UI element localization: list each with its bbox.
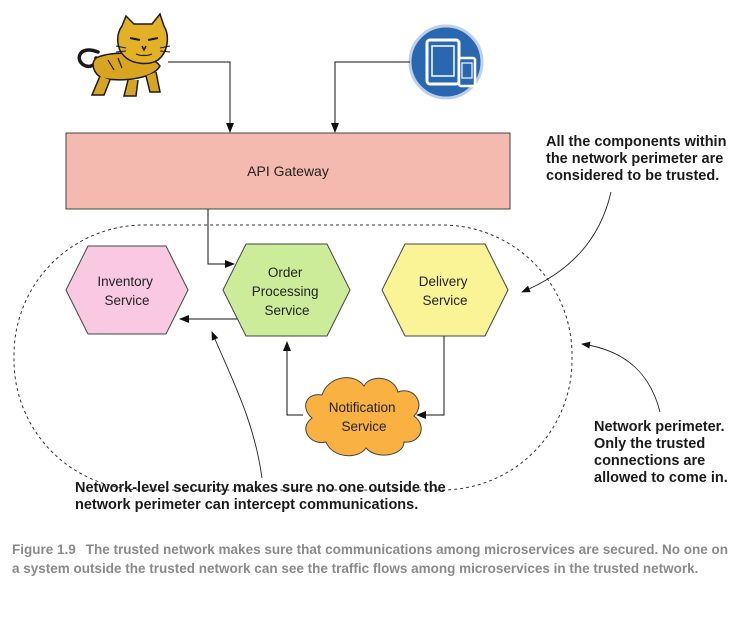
network-perimeter xyxy=(13,224,573,491)
delivery-service-hexagon[interactable] xyxy=(381,243,509,337)
devices-to-gateway-arrow xyxy=(331,61,410,133)
network-security-callout xyxy=(211,331,263,479)
notification-service-cloud[interactable] xyxy=(305,377,422,457)
trusted-components-note: All the components within the network pe… xyxy=(546,134,727,184)
notification-service-label: Notification Service xyxy=(329,400,400,434)
figure-number: Figure 1.9 xyxy=(12,542,76,557)
figure-caption-text: The trusted network makes sure that comm… xyxy=(12,542,728,576)
notification-to-order-arrow xyxy=(283,341,303,416)
inventory-service-label: Inventory Service xyxy=(97,274,156,308)
network-security-note: Network-level security makes sure no one… xyxy=(75,480,446,513)
mobile-devices-icon xyxy=(408,24,484,100)
network-perimeter-note: Network perimeter. Only the trusted conn… xyxy=(594,419,728,486)
api-gateway-box[interactable] xyxy=(65,132,511,210)
api-gateway-label: API Gateway xyxy=(247,163,329,179)
delivery-service-label: Delivery Service xyxy=(419,274,472,308)
gateway-to-order-arrow xyxy=(207,209,235,268)
inventory-service-hexagon[interactable] xyxy=(65,245,189,335)
tomcat-to-gateway-arrow xyxy=(168,61,234,133)
order-processing-service-hexagon[interactable] xyxy=(222,243,351,337)
trusted-components-callout xyxy=(521,191,612,293)
order-processing-service-label: Order Processing Service xyxy=(252,265,323,318)
tomcat-mascot-icon xyxy=(77,12,171,97)
delivery-to-notification-arrow xyxy=(416,336,445,419)
network-perimeter-callout xyxy=(581,341,661,413)
